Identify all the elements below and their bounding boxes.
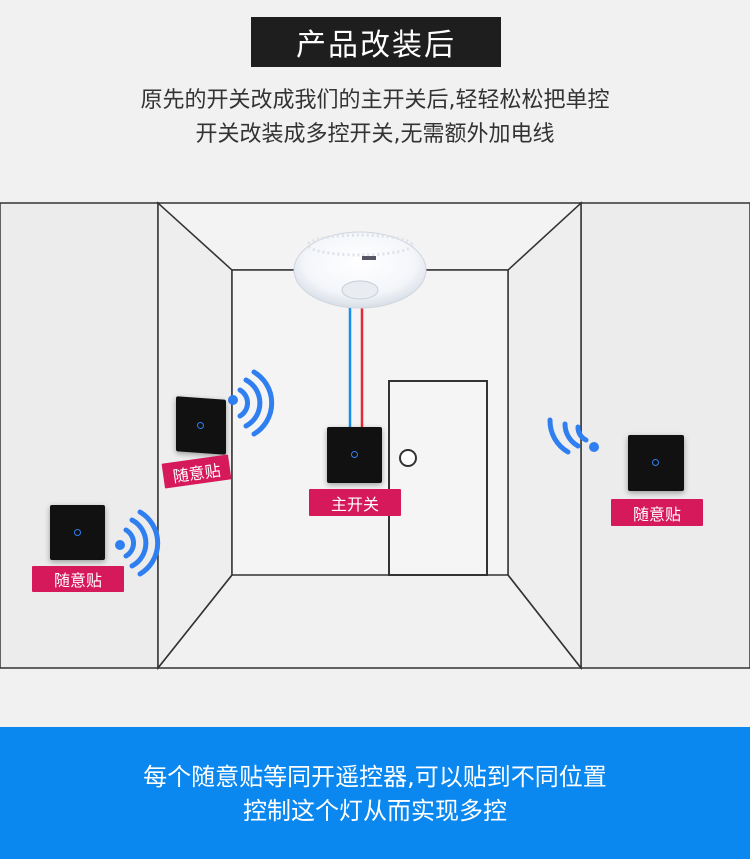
remote-label-left: 随意贴 — [32, 566, 124, 592]
left-outer-wall — [0, 202, 159, 669]
door-knob — [399, 449, 417, 467]
remote-switch-mid[interactable] — [176, 396, 226, 455]
door — [388, 380, 488, 576]
main-switch[interactable] — [327, 427, 382, 483]
subtitle-line-2: 开关改装成多控开关,无需额外加电线 — [195, 122, 555, 147]
footer-banner: 每个随意贴等同开遥控器,可以贴到不同位置 控制这个灯从而实现多控 — [0, 727, 750, 859]
remote-label-left-text: 随意贴 — [53, 571, 102, 590]
remote-label-right-text: 随意贴 — [632, 504, 681, 524]
led-indicator — [197, 421, 204, 429]
wifi-icon-mid — [228, 369, 275, 437]
footer-line-1: 每个随意贴等同开遥控器,可以贴到不同位置 — [143, 763, 607, 791]
remote-label-right: 随意贴 — [611, 499, 703, 526]
page-title: 产品改装后 — [296, 28, 456, 63]
led-indicator — [652, 459, 659, 466]
led-indicator — [350, 451, 358, 458]
subtitle-line-1: 原先的开关改成我们的主开关后,轻轻松松把单控 — [140, 88, 610, 113]
remote-switch-left[interactable] — [50, 505, 105, 560]
footer-line-2: 控制这个灯从而实现多控 — [243, 797, 507, 825]
subtitle: 原先的开关改成我们的主开关后,轻轻松松把单控 开关改装成多控开关,无需额外加电线 — [0, 84, 750, 152]
main-switch-label-text: 主开关 — [330, 494, 379, 514]
main-switch-label: 主开关 — [309, 489, 401, 516]
led-indicator — [73, 528, 81, 536]
remote-switch-right[interactable] — [628, 435, 684, 491]
wifi-icon-right — [547, 417, 599, 455]
ceiling-lamp — [293, 231, 427, 309]
title-banner: 产品改装后 — [251, 17, 501, 67]
wifi-icon-left — [115, 509, 161, 577]
